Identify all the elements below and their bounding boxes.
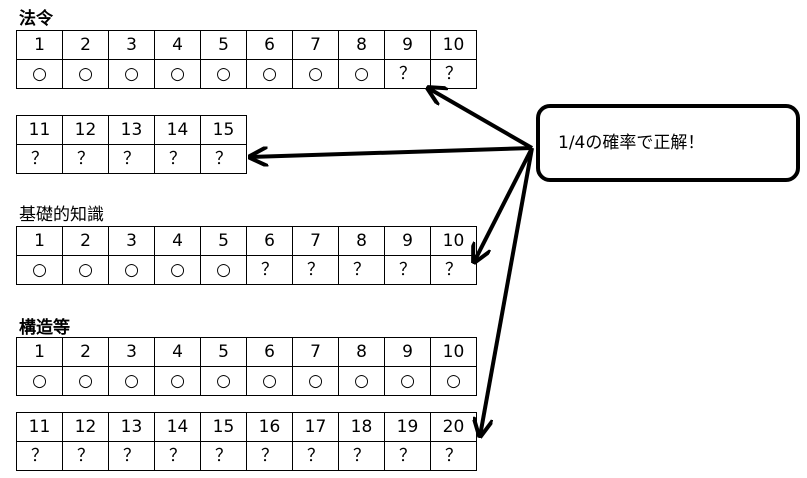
mark-cell: ？ (384, 59, 431, 89)
number-cell: 5 (200, 337, 247, 367)
number-cell: 1 (16, 226, 63, 256)
number-cell: 8 (338, 337, 385, 367)
number-cell: 17 (292, 412, 339, 442)
number-cell: 9 (384, 30, 431, 60)
section-title-kouzou: 構造等 (19, 318, 70, 338)
arrow-to-hourei-11-15 (250, 146, 533, 157)
mark-cell: ？ (200, 144, 247, 174)
mark-cell: ？ (200, 441, 247, 471)
number-cell: 8 (338, 226, 385, 256)
mark-cell: ？ (384, 255, 431, 285)
number-cell: 8 (338, 30, 385, 60)
mark-cell: ○ (62, 255, 109, 285)
mark-cell: ○ (430, 366, 477, 396)
number-cell: 2 (62, 337, 109, 367)
number-cell: 1 (16, 337, 63, 367)
mark-row: ○○○○○○○○？？ (16, 59, 477, 89)
mark-cell: ○ (108, 366, 155, 396)
mark-cell: ○ (200, 255, 247, 285)
number-cell: 7 (292, 337, 339, 367)
mark-cell: ？ (292, 441, 339, 471)
mark-cell: ○ (16, 59, 63, 89)
mark-cell: ？ (430, 441, 477, 471)
mark-cell: ○ (108, 59, 155, 89)
arrow-to-hourei-9-10 (428, 88, 533, 150)
mark-cell: ？ (338, 441, 385, 471)
mark-cell: ？ (62, 144, 109, 174)
section-title-hourei: 法令 (19, 9, 53, 29)
mark-cell: ？ (246, 255, 293, 285)
mark-cell: ？ (292, 255, 339, 285)
mark-cell: ○ (154, 366, 201, 396)
callout-box: 1/4の確率で正解！ (536, 104, 800, 182)
arrow-to-kouzou-11-20 (480, 147, 534, 436)
number-cell: 12 (62, 412, 109, 442)
mark-row: ？？？？？ (16, 144, 247, 174)
mark-row: ○○○○○？？？？？ (16, 255, 477, 285)
mark-cell: ？ (430, 59, 477, 89)
mark-cell: ○ (246, 366, 293, 396)
mark-cell: ？ (384, 441, 431, 471)
mark-cell: ○ (154, 59, 201, 89)
mark-cell: ○ (292, 59, 339, 89)
number-cell: 14 (154, 412, 201, 442)
mark-cell: ○ (16, 366, 63, 396)
number-cell: 11 (16, 412, 63, 442)
mark-cell: ？ (108, 144, 155, 174)
number-cell: 2 (62, 226, 109, 256)
number-cell: 16 (246, 412, 293, 442)
mark-cell: ？ (154, 441, 201, 471)
number-cell: 10 (430, 226, 477, 256)
mark-cell: ○ (200, 366, 247, 396)
mark-cell: ○ (154, 255, 201, 285)
number-cell: 20 (430, 412, 477, 442)
callout-text: 1/4の確率で正解！ (558, 133, 705, 153)
number-cell: 9 (384, 226, 431, 256)
mark-cell: ？ (430, 255, 477, 285)
mark-row: ？？？？？？？？？？ (16, 441, 477, 471)
number-cell: 7 (292, 226, 339, 256)
mark-cell: ○ (200, 59, 247, 89)
mark-cell: ○ (16, 255, 63, 285)
mark-cell: ○ (62, 59, 109, 89)
arrow-to-kiso-6-10 (474, 147, 534, 262)
number-cell: 10 (430, 337, 477, 367)
number-cell: 18 (338, 412, 385, 442)
mark-cell: ？ (338, 255, 385, 285)
number-cell: 4 (154, 337, 201, 367)
mark-row: ○○○○○○○○○○ (16, 366, 477, 396)
number-cell: 11 (16, 115, 63, 145)
number-cell: 4 (154, 30, 201, 60)
section-title-kiso-chishiki: 基礎的知識 (19, 205, 104, 225)
mark-cell: ？ (108, 441, 155, 471)
mark-cell: ？ (16, 441, 63, 471)
mark-cell: ○ (108, 255, 155, 285)
number-cell: 13 (108, 115, 155, 145)
mark-cell: ○ (384, 366, 431, 396)
mark-cell: ○ (338, 366, 385, 396)
number-cell: 19 (384, 412, 431, 442)
